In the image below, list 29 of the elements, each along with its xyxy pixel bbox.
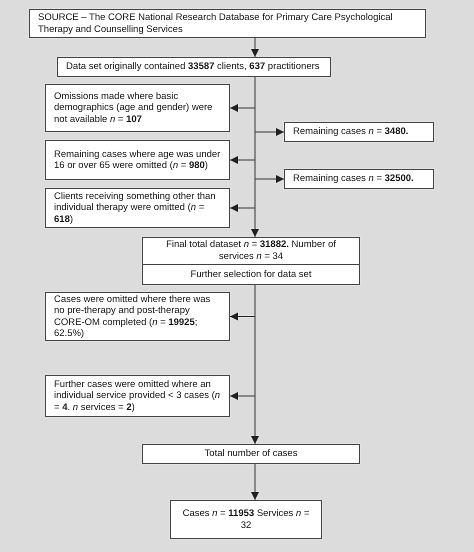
process-box: [45, 84, 230, 132]
box-text: Further cases were omitted where an individual service provided < 3 cases (n = 4. n services = 2): [54, 378, 220, 413]
box-text: Remaining cases n = 32500.: [293, 173, 414, 184]
process-box: [45, 375, 230, 417]
box-text: Further selection for data set: [190, 269, 312, 281]
process-box: [29, 9, 426, 38]
process-box: [142, 444, 360, 464]
process-box: [45, 140, 230, 180]
box-text: Data set originally contained 33587 clients, 637 practitioners: [66, 61, 320, 72]
arrow: [251, 464, 259, 500]
process-box: [284, 169, 434, 189]
box-text: Cases n = 11953 Services n = 32: [182, 508, 310, 530]
process-box: [45, 188, 230, 228]
process-box: [142, 237, 360, 285]
process-box: [57, 57, 331, 77]
box-text: Cases were omitted where there was no pre-therapy and post-therapy CORE-OM completed (n = 19925; 62.5%): [54, 294, 210, 339]
box-text: SOURCE – The CORE National Research Database for Primary Care Psychological Therapy and Counselling Services: [38, 12, 393, 34]
box-text: Omissions made where basic demographics (age and gender) were not available n = 107: [54, 90, 212, 125]
arrow: [251, 38, 259, 58]
box-text: Total number of cases: [204, 448, 298, 460]
arrow: [251, 284, 259, 444]
process-box: [284, 122, 434, 142]
box-text: Remaining cases where age was under 16 or over 65 were omitted (n = 980): [54, 148, 220, 171]
box-text: Remaining cases n = 3480.: [293, 126, 408, 138]
box-text: Final total dataset n = 31882. Number of services n = 34: [165, 239, 337, 262]
box-text: Clients receiving something other than individual therapy were omitted (n = 618): [54, 190, 216, 225]
arrow: [251, 76, 259, 238]
process-box: [170, 500, 322, 539]
process-box: [45, 292, 230, 341]
